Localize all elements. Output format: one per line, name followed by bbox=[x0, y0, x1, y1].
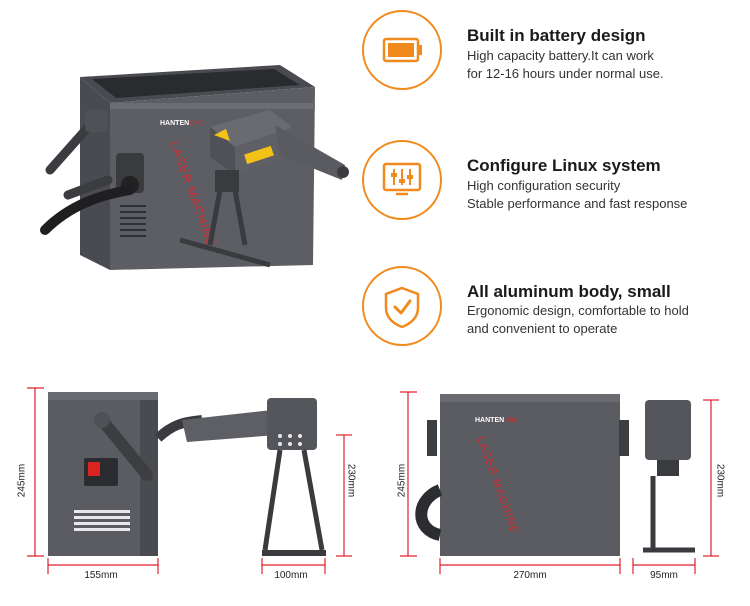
feature-title-linux: Configure Linux system bbox=[467, 156, 661, 175]
feature-desc-aluminum-line1: Ergonomic design, comfortable to hold bbox=[467, 303, 689, 318]
dim-right-height: 245mm bbox=[396, 463, 408, 498]
battery-icon bbox=[382, 37, 422, 63]
dim-right-width: 270mm bbox=[513, 570, 547, 581]
feature-desc-battery-line1: High capacity battery.It can work bbox=[467, 48, 654, 63]
brand-suffix: CNC bbox=[190, 121, 204, 127]
side-dimension-drawing bbox=[27, 387, 352, 574]
feature-desc-linux-line2: Stable performance and fast response bbox=[467, 196, 688, 211]
feature-desc-linux-line1: High configuration security bbox=[467, 178, 621, 193]
feature-desc-battery-line2: for 12-16 hours under normal use. bbox=[467, 66, 664, 81]
linux-feature-icon-circle bbox=[362, 140, 442, 220]
front-dimension-drawing: HANTEN CNC LASER MACHINE bbox=[400, 391, 719, 574]
feature-desc-aluminum-line2: and convenient to operate bbox=[467, 321, 618, 336]
handheld-laser-marker-illustration: HANTEN CNC LASER MACHINE bbox=[40, 65, 349, 270]
brand-label: HANTEN bbox=[160, 120, 189, 127]
dim-right-head-height: 230mm bbox=[714, 463, 726, 498]
dim-left-height: 245mm bbox=[16, 463, 28, 498]
dim-right-head-width: 95mm bbox=[650, 570, 678, 581]
feature-title-aluminum: All aluminum body, small bbox=[467, 282, 671, 301]
dim-left-width: 155mm bbox=[84, 570, 118, 581]
front-brand-label: HANTEN bbox=[475, 417, 504, 424]
battery-feature-icon-circle bbox=[362, 10, 442, 90]
front-brand-suffix: CNC bbox=[505, 418, 519, 424]
aluminum-feature-icon-circle bbox=[362, 266, 442, 346]
shield-check-icon bbox=[384, 286, 420, 329]
dim-head-height: 230mm bbox=[345, 463, 357, 498]
feature-title-battery: Built in battery design bbox=[467, 26, 646, 45]
linux-config-monitor-icon bbox=[382, 162, 422, 196]
dim-head-width: 100mm bbox=[274, 570, 308, 581]
